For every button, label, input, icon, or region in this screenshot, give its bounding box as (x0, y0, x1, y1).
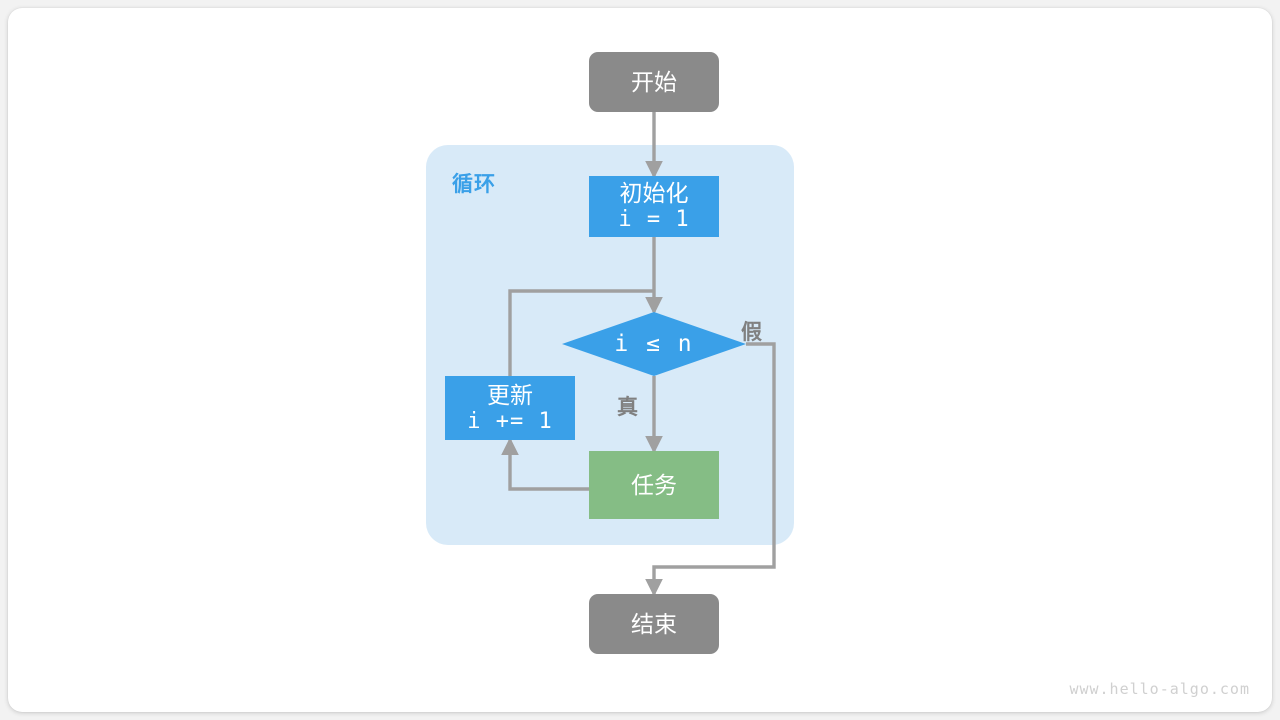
loop-container-label: 循环 (452, 173, 496, 196)
diagram-card: 循环 开始 初始化 (8, 8, 1272, 712)
watermark: www.hello-algo.com (1069, 680, 1250, 698)
node-task-label: 任务 (631, 471, 677, 498)
node-update: 更新 i += 1 (445, 376, 575, 440)
edge-label-false: 假 (741, 321, 762, 344)
node-task: 任务 (589, 451, 719, 519)
decision-shape-layer (562, 312, 746, 376)
node-start-label: 开始 (631, 68, 677, 95)
node-init: 初始化 i = 1 (589, 176, 719, 237)
node-end-label: 结束 (631, 610, 677, 637)
edges-layer (501, 112, 776, 597)
node-start: 开始 (589, 52, 719, 112)
node-init-label: 初始化 (619, 180, 689, 207)
node-update-label: 更新 (487, 381, 533, 408)
node-init-code: i = 1 (618, 207, 690, 233)
edge-task-to-update (501, 437, 589, 491)
node-update-code: i += 1 (467, 408, 553, 434)
node-condition-label: i ≤ n (614, 331, 694, 357)
node-condition-diamond (562, 312, 746, 376)
node-end: 结束 (589, 594, 719, 654)
edge-label-true: 真 (617, 396, 638, 419)
flowchart: 循环 开始 初始化 (8, 8, 1272, 712)
edge-update-to-condition (508, 289, 654, 376)
edge-condition-false-to-end (645, 342, 776, 597)
